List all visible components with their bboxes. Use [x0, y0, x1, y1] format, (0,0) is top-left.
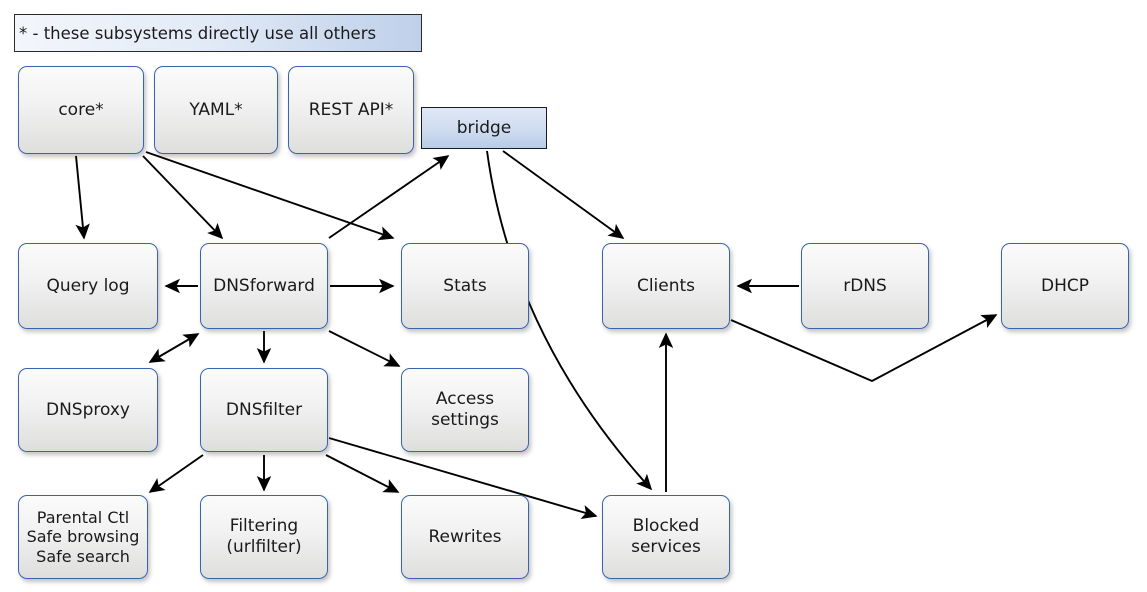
edge-dnsfilter-to-parental	[148, 454, 204, 493]
node-query-log-label: Query log	[46, 275, 130, 296]
node-stats[interactable]: Stats	[401, 243, 529, 329]
node-filtering-urlfilter[interactable]: Filtering(urlfilter)	[200, 495, 328, 579]
node-dhcp[interactable]: DHCP	[1001, 243, 1129, 329]
node-rdns-label: rDNS	[843, 275, 887, 296]
edge-core-to-stats	[145, 151, 395, 241]
node-rdns[interactable]: rDNS	[801, 243, 929, 329]
edge-bridge-to-clients	[502, 150, 625, 239]
node-rest-api-label: REST API*	[308, 99, 394, 120]
node-dnsforward-label: DNSforward	[213, 275, 315, 296]
node-bridge-label: bridge	[456, 117, 512, 138]
node-dnsproxy[interactable]: DNSproxy	[18, 368, 158, 452]
edge-dnsforward-to-access	[328, 330, 401, 367]
node-bridge[interactable]: bridge	[421, 107, 547, 149]
node-dhcp-label: DHCP	[1041, 275, 1089, 296]
node-dnsfilter-label: DNSfilter	[225, 399, 303, 420]
edge-core-to-querylog	[75, 155, 90, 240]
edge-dnsfilter-to-rewrites	[325, 454, 400, 493]
node-dnsforward[interactable]: DNSforward	[200, 243, 328, 329]
node-rewrites-label: Rewrites	[428, 526, 502, 547]
node-dnsproxy-label: DNSproxy	[45, 399, 130, 420]
node-yaml-label: YAML*	[189, 99, 243, 120]
node-yaml[interactable]: YAML*	[154, 66, 278, 154]
node-dnsfilter[interactable]: DNSfilter	[200, 368, 328, 452]
node-query-log[interactable]: Query log	[18, 243, 158, 329]
legend-text: * - these subsystems directly use all ot…	[19, 23, 377, 43]
node-clients[interactable]: Clients	[602, 243, 730, 329]
node-filtering-urlfilter-label: Filtering(urlfilter)	[226, 516, 302, 557]
node-core-label: core*	[58, 99, 104, 120]
legend-note: * - these subsystems directly use all ot…	[14, 14, 422, 52]
edge-dnsforward-to-dnsproxy	[148, 333, 200, 363]
node-rest-api[interactable]: REST API*	[288, 66, 414, 154]
edge-dnsforward-to-bridge	[328, 155, 450, 239]
edge-core-to-dnsforward	[142, 155, 224, 240]
node-stats-label: Stats	[443, 275, 487, 296]
node-core[interactable]: core*	[18, 66, 144, 154]
node-clients-label: Clients	[636, 275, 696, 296]
node-rewrites[interactable]: Rewrites	[401, 495, 529, 579]
